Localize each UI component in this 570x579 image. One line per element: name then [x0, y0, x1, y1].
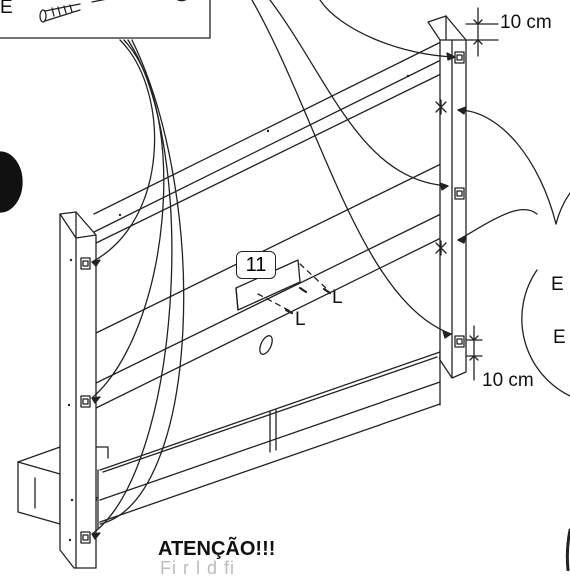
back-panel-top	[93, 39, 446, 215]
callout-upper-label: E	[551, 274, 564, 295]
arrowheads	[91, 52, 467, 540]
right-side-panel	[427, 15, 467, 379]
part-11-block	[235, 259, 301, 311]
part-fragment-icon	[177, 0, 187, 2]
wall-plug-icons	[435, 99, 447, 256]
dimension-bottom	[465, 325, 483, 381]
left-side-panel	[59, 211, 97, 569]
cable-hole	[259, 335, 273, 355]
brackets-left	[80, 257, 91, 544]
l-screw-upper-label: L	[332, 287, 343, 308]
guide-arrows-left	[91, 39, 185, 535]
warning-text-partial: Fi r l d fi	[160, 558, 236, 578]
screw-part-label: E	[0, 0, 13, 18]
step-number-badge: 11	[236, 251, 276, 279]
l-screw-icons	[284, 286, 332, 315]
screw-icon	[39, 3, 81, 23]
guide-arrows-right	[457, 109, 557, 241]
brackets-right	[454, 51, 465, 348]
screw-leader-line	[91, 0, 106, 3]
callout-lower-label: E	[553, 327, 566, 348]
back-panel-middle-line	[91, 235, 446, 411]
guide-arrows-top	[251, 0, 456, 335]
page-tab-marker	[0, 151, 23, 213]
dimension-top	[465, 7, 499, 57]
dimension-top-label: 10 cm	[500, 12, 552, 33]
parts-box	[0, 0, 211, 39]
dimension-bottom-label: 10 cm	[482, 370, 534, 391]
l-screw-lower-label: L	[295, 309, 306, 330]
warning-title: ATENÇÃO!!!	[158, 538, 276, 560]
